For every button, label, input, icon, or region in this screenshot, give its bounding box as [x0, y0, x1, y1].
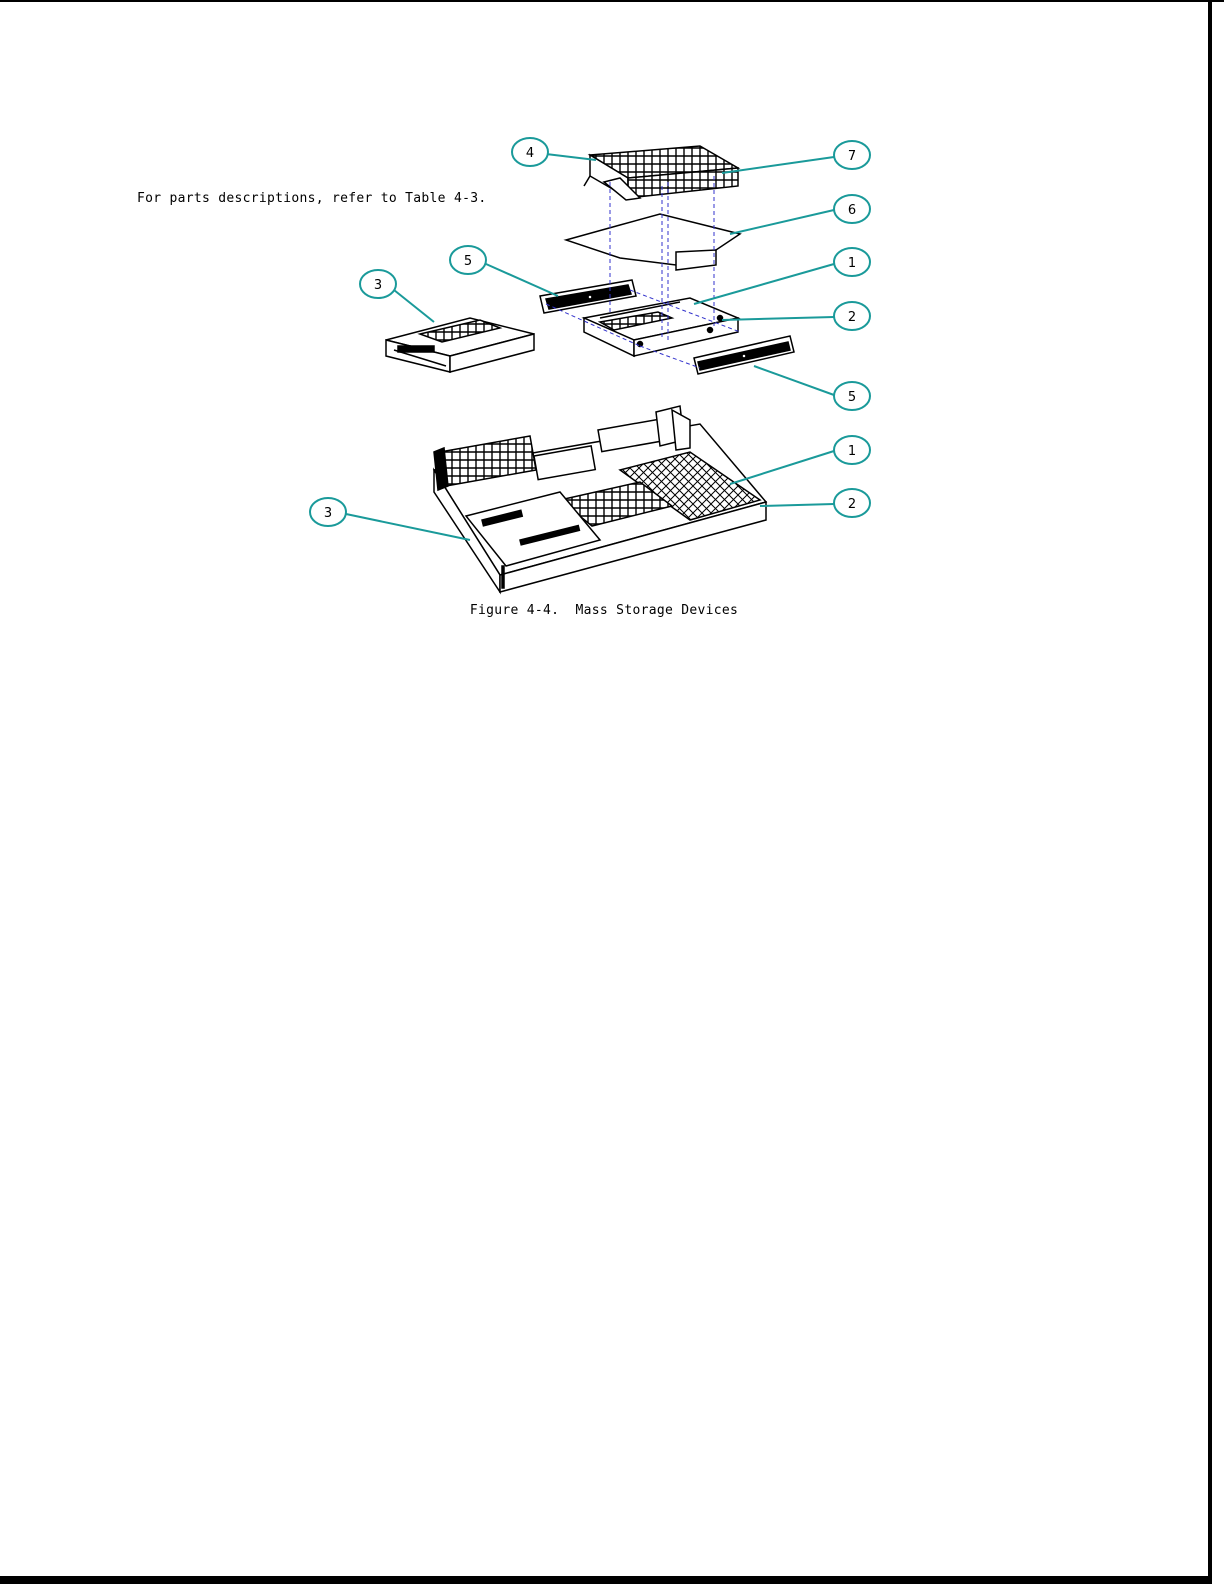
callout-1-chassis: 1	[834, 436, 870, 464]
page-border-bottom	[0, 1576, 1212, 1584]
svg-text:1: 1	[848, 256, 856, 271]
svg-text:2: 2	[848, 497, 856, 512]
system-chassis	[434, 406, 766, 592]
mounting-rail-right	[694, 336, 794, 374]
diskette-drive	[386, 318, 534, 372]
exploded-view-diagram: 4 7 6 5 1 3 2 5	[0, 0, 1208, 640]
callout-3-diskette: 3	[360, 270, 396, 298]
callout-4: 4	[512, 138, 548, 166]
page-border-right	[1208, 0, 1212, 1584]
svg-text:2: 2	[848, 310, 856, 325]
svg-text:3: 3	[374, 278, 382, 293]
callout-2-drive: 2	[834, 302, 870, 330]
callout-1-drive: 1	[834, 248, 870, 276]
callout-5-rail-left: 5	[450, 246, 486, 274]
svg-text:1: 1	[848, 444, 856, 459]
callout-6: 6	[834, 195, 870, 223]
callout-7: 7	[834, 141, 870, 169]
svg-text:4: 4	[526, 146, 534, 161]
figure-caption: Figure 4-4. Mass Storage Devices	[0, 603, 1208, 618]
svg-text:3: 3	[324, 506, 332, 521]
callout-5-rail-right: 5	[834, 382, 870, 410]
callout-2-chassis: 2	[834, 489, 870, 517]
svg-text:5: 5	[848, 390, 856, 405]
drive-cage-cover	[584, 146, 738, 200]
svg-text:6: 6	[848, 203, 856, 218]
svg-text:7: 7	[848, 149, 856, 164]
callout-3-chassis: 3	[310, 498, 346, 526]
hard-drive-assembly	[584, 298, 738, 356]
svg-text:5: 5	[464, 254, 472, 269]
